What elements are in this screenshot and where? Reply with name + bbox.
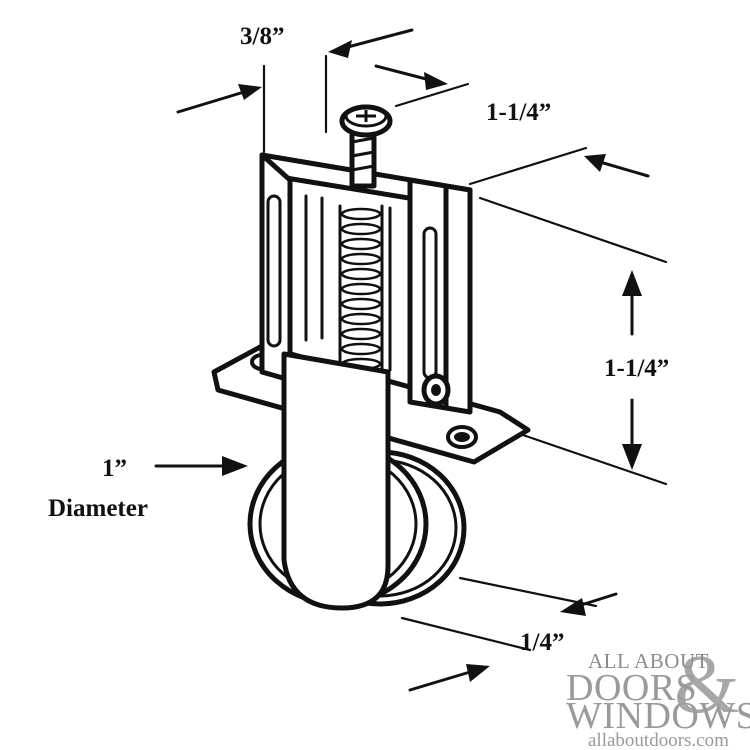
spring-coil [340, 312, 382, 326]
brand-line-all-about: ALL ABOUT [588, 649, 709, 673]
dimension-arrow [408, 664, 490, 692]
dimension-arrow-down [622, 398, 642, 470]
spring-coil [340, 282, 382, 296]
spring-coil [340, 267, 382, 281]
adjustment-screw [339, 104, 393, 189]
wheel-diameter-word-label: Diameter [48, 495, 148, 522]
spring-coil [340, 297, 382, 311]
brand-url: allaboutdoors.com [588, 730, 729, 750]
dimension-arrow [560, 592, 618, 616]
wheel-width-label: 1/4” [520, 629, 564, 656]
brand-logo: & ALL ABOUT DOORS WINDOWS allaboutdoors.… [566, 638, 750, 750]
adjustment-slot [422, 226, 438, 380]
brand-line-windows: WINDOWS [566, 695, 750, 737]
spring-coil [340, 327, 382, 341]
brand-ampersand: & [674, 638, 739, 731]
dimension-arrow-up [622, 270, 642, 336]
dimension-arrow-right [328, 28, 414, 58]
roller-assembly-drawing [211, 104, 531, 611]
dimension-labels: 3/8” 1-1/4” 1-1/4” 1” Diameter 1/4” [48, 23, 669, 656]
dimension-arrow-left [176, 84, 262, 114]
spring-coil [340, 207, 382, 221]
spring-coil [340, 342, 382, 356]
brand-line-doors: DOORS [566, 667, 697, 709]
bracket-depth-label: 1-1/4” [486, 99, 551, 126]
axle-pin [421, 373, 451, 407]
fork-plate [281, 351, 391, 611]
spring-coil [340, 237, 382, 251]
adjustment-spring [338, 204, 384, 378]
diameter-arrow [154, 456, 248, 476]
dimension-arrow [374, 64, 448, 90]
wheel-diameter-value-label: 1” [102, 455, 127, 482]
u-bracket [259, 152, 473, 415]
bracket-height-label: 1-1/4” [604, 355, 669, 382]
dimension-arrow [584, 154, 650, 178]
dimension-lines [154, 28, 668, 692]
screw-width-label: 3/8” [240, 23, 284, 50]
spring-coil [340, 252, 382, 266]
spring-coil [340, 222, 382, 236]
